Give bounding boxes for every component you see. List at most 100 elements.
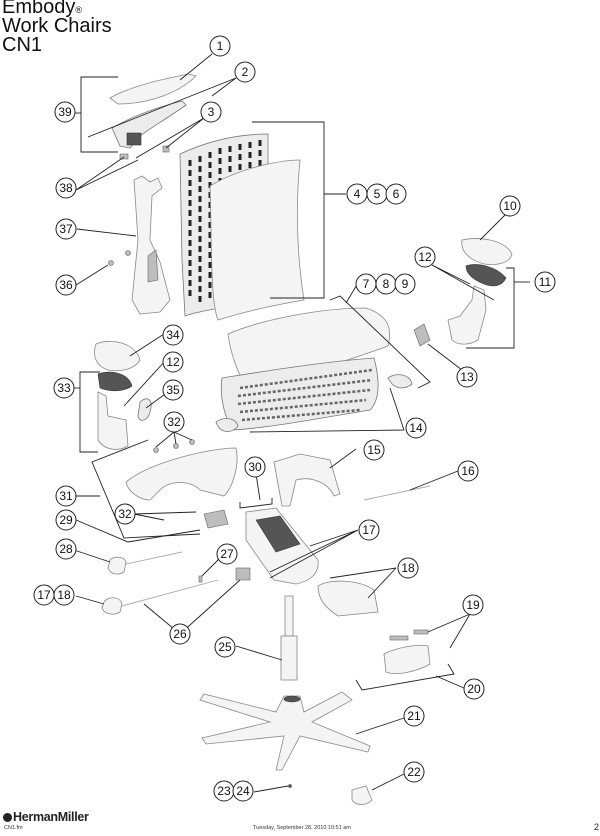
footer-brand: HermanMiller — [13, 810, 89, 824]
callout-31[interactable]: 31 — [55, 485, 77, 507]
part-34-arm-pad — [94, 341, 141, 372]
svg-text:10: 10 — [503, 199, 517, 213]
leader-1 — [179, 53, 213, 81]
part-26-knob — [101, 597, 123, 615]
svg-text:18: 18 — [57, 588, 71, 602]
callout-8[interactable]: 8 — [375, 273, 397, 295]
callout-18-cover[interactable]: 18 — [397, 557, 419, 579]
leader-22 — [371, 773, 405, 791]
callout-20[interactable]: 20 — [463, 678, 485, 700]
callout-32-bottom[interactable]: 32 — [114, 503, 136, 525]
callout-17-knob[interactable]: 17 — [33, 584, 55, 606]
svg-text:12: 12 — [418, 250, 432, 264]
callout-28[interactable]: 28 — [55, 538, 77, 560]
callout-2[interactable]: 2 — [234, 61, 256, 83]
callout-1[interactable]: 1 — [209, 35, 231, 57]
svg-text:36: 36 — [59, 278, 73, 292]
callout-19[interactable]: 19 — [462, 594, 484, 616]
callout-9[interactable]: 9 — [394, 273, 416, 295]
callout-5[interactable]: 5 — [366, 183, 388, 205]
leader-2 — [87, 77, 237, 138]
leader-30 — [255, 473, 261, 501]
callout-24[interactable]: 24 — [232, 780, 254, 802]
callout-12-left[interactable]: 12 — [162, 351, 184, 373]
leader-23-24 — [253, 785, 289, 793]
callout-34[interactable]: 34 — [162, 324, 184, 346]
callout-26[interactable]: 26 — [169, 623, 191, 645]
callout-23[interactable]: 23 — [213, 780, 235, 802]
callout-7[interactable]: 7 — [355, 273, 377, 295]
callout-25[interactable]: 25 — [214, 636, 236, 658]
leader-17 — [269, 529, 359, 579]
part-39-bracket-detail — [126, 132, 142, 146]
leader-32a — [155, 431, 193, 448]
svg-text:19: 19 — [466, 598, 480, 612]
part-37-back-spine — [131, 175, 171, 315]
part-17-mechanism-detail — [255, 515, 301, 553]
part-28-knob — [107, 556, 127, 575]
footer-file-name: CN1.fm — [4, 825, 23, 831]
callout-32-top[interactable]: 32 — [163, 411, 185, 433]
svg-text:26: 26 — [173, 627, 187, 641]
leader-12a — [431, 264, 495, 301]
callout-16[interactable]: 16 — [457, 460, 479, 482]
callout-36[interactable]: 36 — [55, 274, 77, 296]
callout-11[interactable]: 11 — [534, 271, 556, 293]
svg-text:30: 30 — [248, 460, 262, 474]
svg-text:4: 4 — [354, 187, 361, 201]
part-16-rod — [363, 485, 431, 501]
leader-36 — [75, 264, 109, 286]
callout-22[interactable]: 22 — [403, 761, 425, 783]
part-3-clip — [162, 145, 170, 153]
callout-10[interactable]: 10 — [499, 195, 521, 217]
svg-text:18: 18 — [401, 561, 415, 575]
callout-37[interactable]: 37 — [55, 218, 77, 240]
part-26-rod — [121, 579, 219, 607]
leader-14 — [249, 387, 405, 433]
part-25-cylinder-rod — [284, 595, 294, 637]
callout-13[interactable]: 13 — [456, 366, 478, 388]
svg-text:21: 21 — [407, 709, 421, 723]
svg-text:2: 2 — [242, 65, 249, 79]
callout-3[interactable]: 3 — [200, 101, 222, 123]
part-21-base — [199, 691, 371, 771]
part-10-arm-pad — [461, 238, 513, 265]
part-36-screw-b — [125, 250, 131, 256]
leader-21 — [355, 717, 405, 735]
svg-text:29: 29 — [59, 513, 73, 527]
part-23-clip — [288, 784, 292, 788]
callout-17-mechanism[interactable]: 17 — [358, 519, 380, 541]
callout-30[interactable]: 30 — [244, 456, 266, 478]
svg-text:13: 13 — [460, 370, 474, 384]
callout-29[interactable]: 29 — [55, 509, 77, 531]
part-33-arm-support — [97, 391, 129, 450]
callout-14[interactable]: 14 — [405, 417, 427, 439]
herman-miller-logo: HermanMiller — [3, 810, 89, 824]
model-code: CN1 — [2, 34, 43, 56]
callout-33[interactable]: 33 — [53, 377, 75, 399]
svg-text:25: 25 — [218, 640, 232, 654]
bracket-20 — [355, 663, 455, 691]
svg-text:14: 14 — [409, 421, 423, 435]
callout-21[interactable]: 21 — [403, 705, 425, 727]
callout-12-right[interactable]: 12 — [414, 246, 436, 268]
svg-text:24: 24 — [236, 784, 250, 798]
callout-15[interactable]: 15 — [363, 439, 385, 461]
part-28-rod — [125, 551, 183, 565]
part-26-spool — [235, 567, 251, 581]
part-32-screw — [153, 447, 159, 453]
svg-text:27: 27 — [220, 547, 234, 561]
svg-text:34: 34 — [166, 328, 180, 342]
leader-37 — [76, 228, 137, 237]
svg-text:38: 38 — [59, 181, 73, 195]
callout-35[interactable]: 35 — [162, 379, 184, 401]
callout-27[interactable]: 27 — [216, 543, 238, 565]
leader-26 — [143, 579, 241, 635]
callout-39[interactable]: 39 — [54, 101, 76, 123]
callout-6[interactable]: 6 — [385, 183, 407, 205]
callout-38[interactable]: 38 — [55, 177, 77, 199]
callout-4[interactable]: 4 — [346, 183, 368, 205]
part-29-paddle — [203, 509, 229, 529]
callout-18-knob[interactable]: 18 — [53, 584, 75, 606]
bracket-33 — [79, 371, 100, 453]
